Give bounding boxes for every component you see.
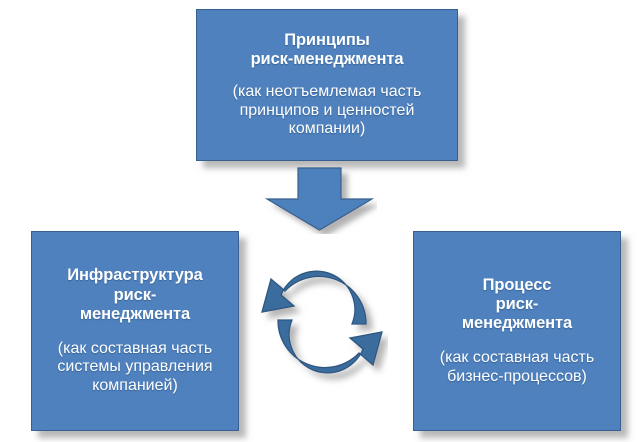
node-infrastructure-title: Инфраструктура риск- менеджмента (67, 266, 203, 323)
node-principles-title: Принципы риск-менеджмента (250, 31, 404, 69)
cycle-arrow-top (261, 270, 367, 325)
cycle-arrow-bottom (277, 319, 383, 374)
node-process-title: Процесс риск- менеджмента (461, 275, 573, 333)
node-process-subtitle: (как составная часть бизнес-процессов) (439, 349, 595, 385)
node-principles[interactable]: Принципы риск-менеджмента (как неотъемле… (196, 9, 458, 161)
cycle-arrows-icon (256, 256, 388, 388)
circular-arrows-glyph (261, 270, 383, 374)
node-principles-subtitle: (как неотъемлемая часть принципов и ценн… (232, 83, 422, 138)
node-infrastructure[interactable]: Инфраструктура риск- менеджмента (как со… (31, 231, 239, 431)
arrow-down-glyph (264, 167, 375, 231)
node-infrastructure-subtitle: (как составная часть системы управления … (57, 339, 213, 394)
arrow-down-icon (262, 166, 377, 234)
node-process[interactable]: Процесс риск- менеджмента (как составная… (413, 231, 621, 431)
